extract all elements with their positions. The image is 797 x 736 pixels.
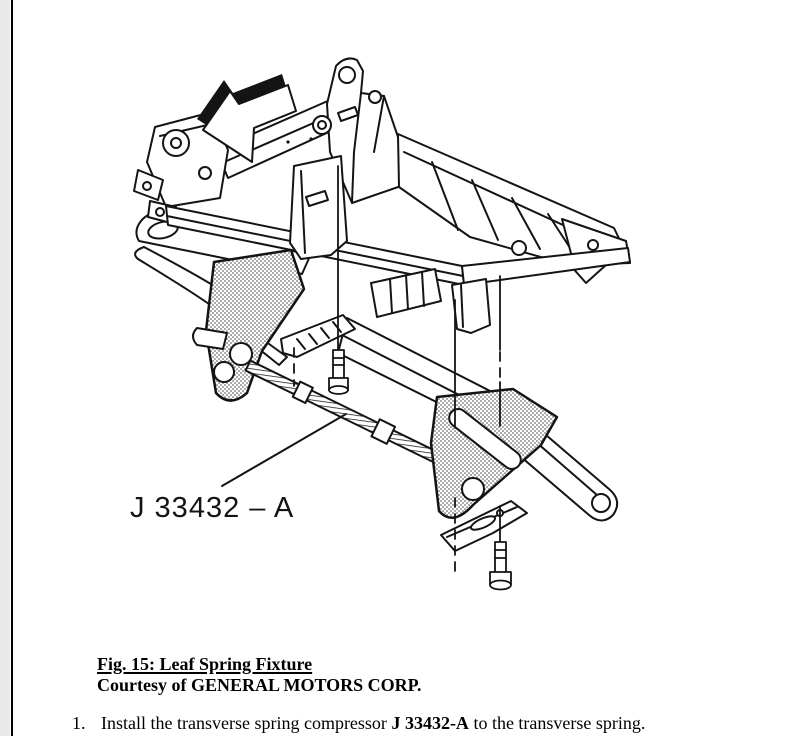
step-text: Install the transverse spring compressor…	[101, 712, 645, 734]
page-edge-stripe	[0, 0, 10, 736]
figure-caption-title: Fig. 15: Leaf Spring Fixture	[97, 654, 313, 674]
spring-plate-right	[440, 500, 528, 552]
figure-caption: Fig. 15: Leaf Spring Fixture Courtesy of…	[97, 654, 422, 696]
leaf-spring-fixture-drawing: J 33432 – A	[130, 57, 631, 591]
step-number: 1.	[72, 713, 86, 733]
fixture-bracket-right	[429, 387, 559, 519]
spring-mount-bracket-left	[289, 155, 348, 260]
tool-callout-label: J 33432 – A	[130, 492, 294, 524]
step-tool-ref: J 33432-A	[391, 713, 469, 733]
fixture-bracket-left	[192, 248, 306, 402]
spring-seat-bracket-center	[370, 268, 442, 318]
figure-caption-credit: Courtesy of GENERAL MOTORS CORP.	[97, 675, 422, 695]
step-text-after: to the transverse spring.	[468, 713, 646, 733]
mounting-bolts	[293, 165, 512, 591]
spring-mount-bracket-right	[451, 278, 491, 334]
tool-callout: J 33432 – A	[130, 413, 347, 524]
page-edge-line	[11, 0, 13, 736]
crossmember-center-tower	[286, 57, 402, 204]
direction-arrow-icon	[197, 74, 297, 163]
instruction-step-1: 1. Install the transverse spring compres…	[72, 712, 645, 734]
step-text-before: Install the transverse spring compressor	[101, 713, 392, 733]
